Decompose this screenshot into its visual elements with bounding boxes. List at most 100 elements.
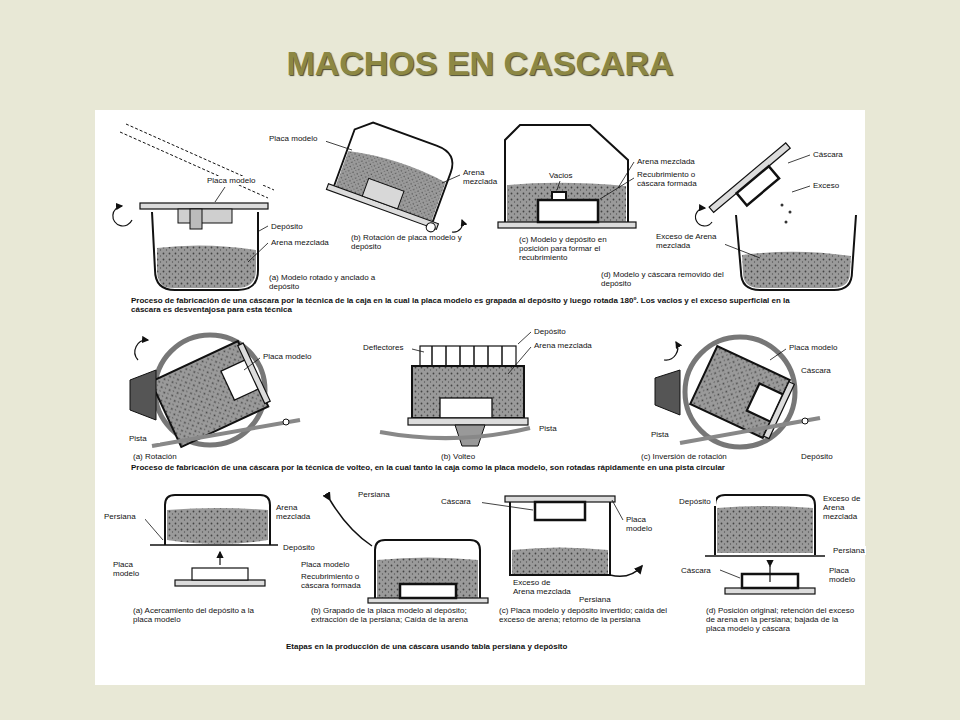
deflector-fin [501,346,503,366]
pattern-block [192,568,248,580]
falling-sand [781,204,784,207]
rotating-plate-ghost [120,132,268,198]
part-label: (a) Rotación [132,452,204,461]
leader-line [478,502,533,510]
part-label: (d) Posición original; retención del exc… [705,606,857,634]
track-rail [680,418,820,443]
part-label: Cáscara [440,497,482,506]
part-label: Arena mezclada [636,157,713,166]
part-label: (a) Acercamiento del depósito a la placa… [132,606,259,624]
rotation-arrow [664,342,678,360]
track-rail [380,428,530,438]
rotation-arrow [452,220,463,232]
falling-sand [785,221,788,224]
flask-container [375,540,480,598]
pattern-block [178,209,232,223]
part-label: Arena mezclada [533,341,605,350]
part-label: Exceso [812,181,854,190]
part-label: (c) Modelo y depósito en posición para f… [518,235,625,263]
roller [283,419,289,425]
rotating-plate-ghost [126,124,274,190]
pattern-block [440,398,492,418]
leader-line [442,175,460,183]
part-label: Depósito [270,222,322,231]
part-label: Placa modelo [828,566,864,584]
flask-container [505,125,628,222]
pattern-plate [175,580,265,586]
deflector-fin [445,346,447,366]
rotation-arrow [113,206,132,226]
pattern-plate [408,418,528,425]
leader-line [600,178,634,199]
rotation-arrow [135,340,148,360]
leader-line [248,243,268,262]
part-label: Placa modelo [262,352,324,361]
part-label: Pista [128,434,160,443]
part-label: Depósito [678,497,716,506]
leader-line [259,226,268,231]
part-label: Recubrimiento o cáscara formada [636,170,700,188]
blind-stage-c [478,496,642,576]
blind-slide [610,566,642,576]
shell [737,166,779,205]
leader-line [618,162,634,188]
part-label: Persiana [578,595,620,604]
flask-container [510,502,610,575]
part-label: Persiana [103,512,145,521]
hub [655,370,680,415]
flask-body [412,366,524,418]
part-label: (c) Inversión de rotación [640,452,752,461]
sand-fill [157,245,256,288]
leader-line [724,244,760,258]
part-label: (b) Volteo [440,452,502,461]
blind-slide [705,555,825,557]
shell-coating [552,192,566,200]
blind-stage-a [144,495,278,586]
rotation-arrow [696,208,712,226]
leader-line [770,349,786,360]
blind-slide [150,544,278,546]
pattern-block [190,209,202,229]
rotating-box [151,339,272,447]
flask-container [165,495,270,545]
shell [535,502,585,520]
part-label: Exceso de Arena mezclada [512,578,574,596]
sand-fill [507,183,626,222]
part-label: Pista [650,430,682,439]
part-label: Placa modelo [268,134,326,143]
shell-coating [400,584,456,598]
part-label: Placa modelo [112,560,149,578]
part-label: Persiana [357,490,399,499]
leader-line [322,140,352,150]
white-panel [95,110,865,685]
part-label: Pista [538,424,570,433]
removed-plate [709,143,800,225]
box-technique-c [498,125,636,228]
part-label: Placa modelo [206,176,268,185]
part-label: Deflectores [362,343,412,352]
part-label: Vacios [548,171,585,180]
part-label: Recubrimiento o cáscara formada [300,572,374,590]
part-label: Placa modelo [625,515,662,533]
part-label: Exceso de Arena mezclada [655,232,725,250]
deflector-fin [487,346,489,366]
pattern-block [362,178,404,208]
flask-container [152,212,258,290]
part-label: Depósito [282,543,324,552]
shell-coating [538,200,598,222]
part-label: Arena mezclada [270,238,342,247]
box-technique-a [113,124,274,290]
part-label: Depósito [800,452,852,461]
figure-caption: Proceso de fabricación de una cáscara po… [130,296,822,314]
part-label: Cáscara [800,366,847,375]
falling-sand [789,211,792,214]
up-arrow [219,552,220,565]
figure-caption: Proceso de fabricación de una cáscara po… [130,463,832,472]
part-label: (a) Modelo rotado y anclado a depósito [268,273,382,291]
part-label: Exceso de Arena mezclada [822,494,864,522]
down-arrow [769,566,770,582]
leader-line [412,349,424,352]
box-technique-d [696,143,856,290]
roller [802,418,808,424]
